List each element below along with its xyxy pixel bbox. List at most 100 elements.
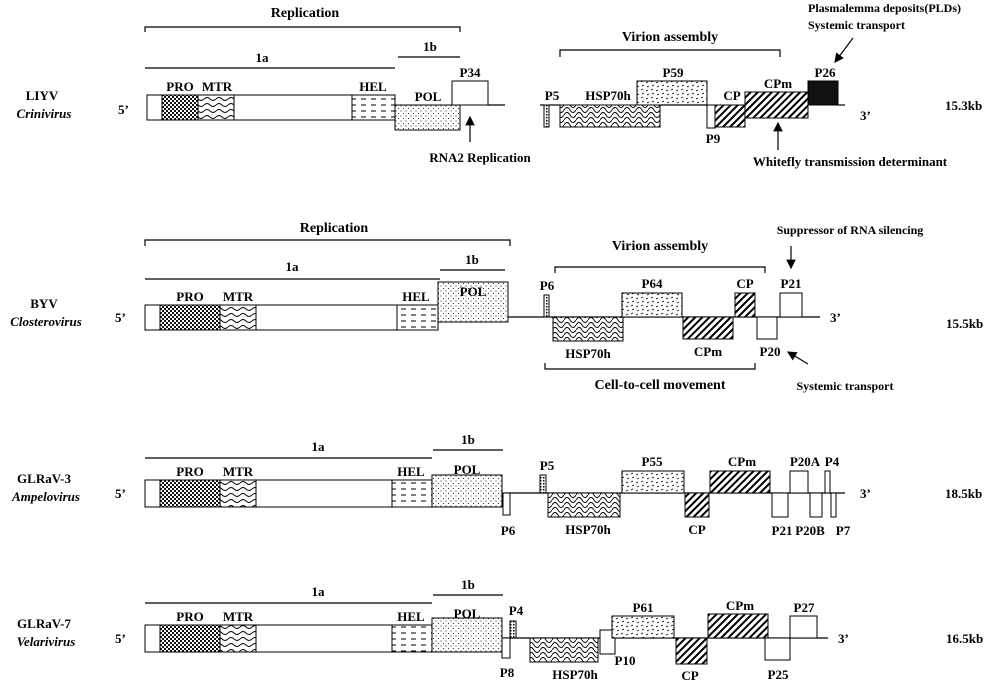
- virus-genus: Velarivirus: [17, 634, 76, 649]
- p9-label: P9: [706, 131, 721, 146]
- replication-bracket: [144, 26, 461, 32]
- hel-label: HEL: [397, 609, 425, 624]
- five-prime-label: 5’: [115, 631, 126, 646]
- hsp70h-label: HSP70h: [565, 346, 611, 361]
- hel-label: HEL: [359, 79, 387, 94]
- cpm-box: [707, 613, 769, 639]
- virus-name: GLRaV-3: [17, 471, 71, 486]
- cell-movement-bracket: [544, 363, 756, 370]
- cpm-label: CPm: [728, 454, 756, 469]
- mtr-domain: [219, 624, 257, 653]
- p20b-label: P20B: [795, 523, 825, 538]
- cpm-label: CPm: [726, 598, 754, 613]
- genome-size: 18.5kb: [945, 486, 982, 501]
- whitefly-annotation: Whitefly transmission determinant: [753, 154, 948, 169]
- p21-box: [771, 492, 789, 518]
- p64-label: P64: [642, 276, 663, 291]
- orf-1b-label: 1b: [461, 577, 475, 592]
- hel-label: HEL: [397, 464, 425, 479]
- virion-assembly-label: Virion assembly: [612, 239, 708, 254]
- virus-name: BYV: [30, 296, 58, 311]
- virion-assembly-label: Virion assembly: [622, 30, 718, 45]
- orf-1a-label: 1a: [256, 50, 270, 65]
- three-prime-label: 3’: [830, 310, 841, 325]
- p6-label: P6: [540, 278, 555, 293]
- mtr-domain: [219, 479, 257, 508]
- mtr-domain: [219, 304, 257, 331]
- hsp70h-box: [529, 637, 599, 663]
- cpm-label: CPm: [764, 76, 792, 91]
- rna2-annotation: RNA2 Replication: [429, 150, 531, 165]
- p59-label: P59: [663, 65, 684, 80]
- pol-domain: [437, 281, 509, 323]
- hsp70h-box: [552, 316, 624, 342]
- systemic-annotation: Systemic transport: [797, 379, 894, 393]
- pol-label: POL: [460, 284, 487, 299]
- hel-domain: [391, 624, 433, 653]
- p34-box: [451, 80, 489, 106]
- five-prime-label: 5’: [115, 486, 126, 501]
- systemic-annotation: Systemic transport: [808, 18, 905, 32]
- genome-byv: BYV Closterovirus 5’ 3’ 15.5kb Replicati…: [10, 221, 983, 393]
- p21-label: P21: [781, 276, 802, 291]
- replication-bracket: [144, 239, 511, 246]
- mtr-label: MTR: [202, 79, 233, 94]
- hsp70h-label: HSP70h: [565, 522, 611, 537]
- five-prime-label: 5’: [115, 310, 126, 325]
- p26-box: [807, 80, 839, 106]
- cpm-label: CPm: [694, 344, 722, 359]
- pro-domain: [161, 94, 199, 121]
- p55-box: [621, 470, 685, 494]
- p21-label: P21: [772, 523, 793, 538]
- p25-box: [764, 637, 791, 661]
- pol-domain: [431, 617, 503, 653]
- pro-label: PRO: [176, 464, 203, 479]
- genome-size: 16.5kb: [946, 631, 983, 646]
- mtr-label: MTR: [223, 464, 254, 479]
- cp-box: [734, 292, 756, 318]
- p34-label: P34: [460, 65, 481, 80]
- cp-label: CP: [681, 668, 698, 683]
- p61-label: P61: [633, 600, 654, 615]
- cell-movement-label: Cell-to-cell movement: [595, 378, 726, 393]
- p20a-box: [789, 470, 809, 494]
- p8-box: [501, 637, 511, 659]
- pro-domain: [159, 304, 221, 331]
- p8-label: P8: [500, 665, 515, 680]
- pol-label: POL: [454, 606, 481, 621]
- p7-box: [830, 492, 837, 518]
- pld-annotation: Plasmalemma deposits(PLDs): [808, 1, 961, 15]
- cpm-box: [682, 316, 734, 340]
- hsp70h-label: HSP70h: [552, 667, 598, 682]
- p4-label: P4: [825, 454, 840, 469]
- orf-1b-label: 1b: [465, 252, 479, 267]
- replication-label: Replication: [300, 221, 369, 236]
- p5-box: [543, 104, 550, 128]
- hel-domain: [396, 304, 439, 331]
- three-prime-label: 3’: [838, 631, 849, 646]
- cp-label: CP: [688, 522, 705, 537]
- orf-1a-label: 1a: [312, 584, 326, 599]
- virion-assembly-bracket: [554, 266, 766, 273]
- genome-glrav3: GLRaV-3 Ampelovirus 5’ 3’ 18.5kb 1a 1b P…: [11, 432, 982, 538]
- pol-domain: [394, 104, 461, 131]
- p10-box: [599, 629, 616, 655]
- virus-name: LIYV: [26, 88, 59, 103]
- pld-arrow: [834, 37, 854, 63]
- p4-box: [824, 470, 831, 494]
- virus-genus: Crinivirus: [17, 106, 72, 121]
- systemic-arrow: [786, 351, 809, 365]
- p20a-label: P20A: [790, 454, 821, 469]
- p6-label: P6: [501, 523, 516, 538]
- pro-label: PRO: [166, 79, 193, 94]
- p61-box: [611, 615, 675, 639]
- p20-box: [756, 316, 778, 340]
- cp-label: CP: [736, 276, 753, 291]
- pro-label: PRO: [176, 289, 203, 304]
- cpm-box: [709, 470, 771, 494]
- hel-domain: [351, 94, 396, 121]
- p5-label: P5: [540, 458, 555, 473]
- orf-1a-label: 1a: [312, 439, 326, 454]
- p10-label: P10: [615, 653, 636, 668]
